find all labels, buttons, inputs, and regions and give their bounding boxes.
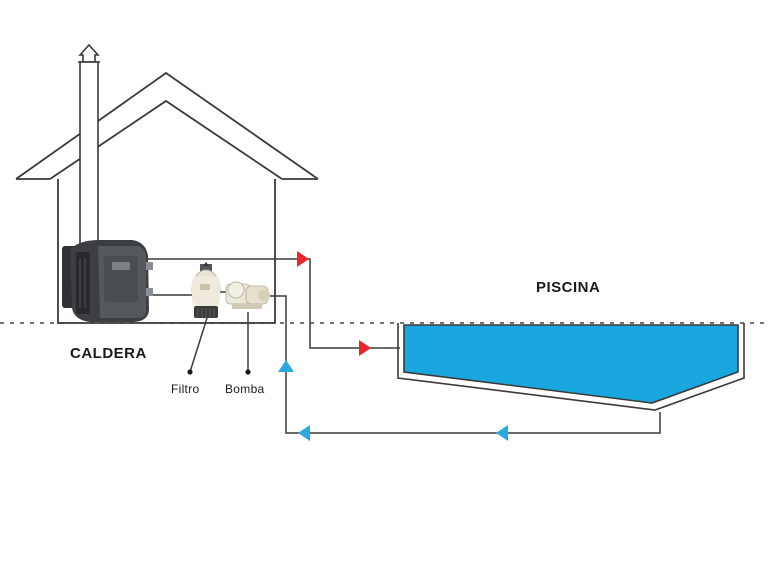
pool-outline <box>397 323 745 411</box>
hot-arrow-1 <box>297 251 309 267</box>
pool-water <box>403 324 739 404</box>
hot-arrow-2 <box>359 340 371 356</box>
filtro-leader-dot <box>187 369 193 375</box>
cold-arrows <box>278 360 508 441</box>
house <box>15 71 319 324</box>
cold-arrow-left-1 <box>298 425 310 441</box>
chimney <box>78 43 100 253</box>
house-walls <box>57 179 276 324</box>
pool-pump-icon <box>225 281 270 309</box>
caldera-label: CALDERA <box>70 345 147 362</box>
piscina-label: PISCINA <box>536 279 601 296</box>
cold-arrow-left-2 <box>496 425 508 441</box>
bomba-label: Bomba <box>225 382 265 396</box>
hot-arrows <box>297 251 371 356</box>
roof-outer <box>15 71 319 180</box>
boiler-heater-icon <box>62 240 153 322</box>
filtro-label: Filtro <box>171 382 200 396</box>
filtro-leader <box>189 317 208 373</box>
pipe-return <box>270 295 661 434</box>
pool <box>397 323 745 411</box>
pipe-hot <box>148 258 400 349</box>
sand-filter-icon <box>191 262 221 318</box>
cold-arrow-up <box>278 360 294 372</box>
bomba-leader-dot <box>245 369 251 375</box>
pipes <box>148 258 661 434</box>
